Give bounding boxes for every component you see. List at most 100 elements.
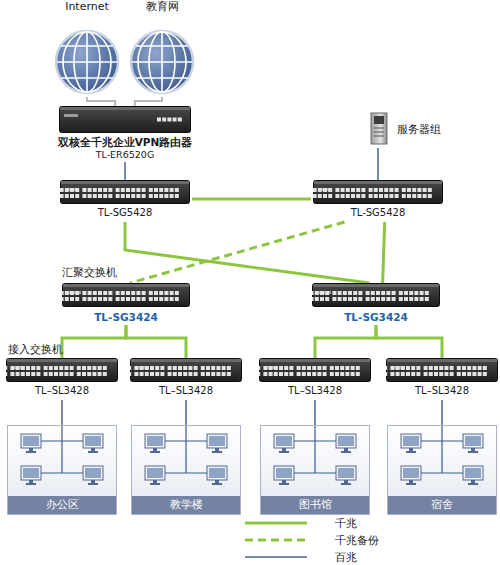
port: [371, 291, 375, 295]
computer-icon: [83, 466, 103, 485]
port: [75, 188, 79, 192]
device-logo: [64, 114, 78, 117]
screen: [209, 468, 225, 478]
computer-icon: [145, 466, 165, 485]
port: [369, 194, 373, 198]
legend-sample: [245, 516, 309, 530]
base: [212, 483, 222, 485]
base: [406, 483, 416, 485]
port: [341, 188, 345, 192]
monitor: [207, 466, 227, 480]
port: [402, 194, 406, 198]
parallel: [132, 61, 192, 63]
stand: [282, 480, 286, 483]
port: [227, 372, 231, 376]
tier-label: 接入交换机: [8, 343, 63, 357]
computer-group: [8, 426, 116, 496]
port: [483, 366, 487, 370]
port: [154, 188, 158, 192]
stand: [215, 448, 219, 451]
device-node: 双核全千兆企业VPN路由器TL-ER6520G: [55, 106, 195, 162]
port: [36, 366, 40, 370]
port: [399, 291, 403, 295]
port: [216, 372, 220, 376]
screen: [85, 436, 101, 446]
port-group: [157, 118, 182, 122]
port-group: [312, 291, 429, 301]
legend-sample: [245, 533, 309, 547]
port: [297, 366, 301, 370]
port: [82, 194, 86, 198]
monitor: [83, 466, 103, 480]
stand: [29, 448, 33, 451]
computer-icon: [21, 466, 41, 485]
port: [159, 188, 163, 192]
port: [269, 372, 273, 376]
port: [259, 366, 260, 370]
port: [159, 291, 163, 295]
lan-wires: [165, 426, 207, 473]
stand: [29, 480, 33, 483]
port: [358, 291, 362, 295]
port: [116, 188, 120, 192]
legend-sample: [245, 550, 309, 564]
port: [425, 291, 429, 295]
parallel: [61, 45, 113, 47]
screen: [23, 468, 39, 478]
port: [315, 297, 319, 301]
port: [93, 188, 97, 192]
port: [168, 372, 172, 376]
port: [330, 372, 334, 376]
screen: [209, 436, 225, 446]
port: [88, 194, 92, 198]
screen: [23, 436, 39, 446]
port: [157, 118, 161, 122]
port: [407, 188, 411, 192]
port: [478, 372, 482, 376]
legend-line: [245, 556, 307, 558]
port: [170, 188, 174, 192]
port: [77, 372, 81, 376]
port: [131, 291, 135, 295]
port: [320, 297, 324, 301]
port: [386, 372, 387, 376]
port: [356, 366, 360, 370]
port: [361, 194, 365, 198]
network-name: Internet: [40, 0, 134, 14]
port-group: [60, 188, 179, 198]
network-device: [259, 358, 371, 382]
port: [194, 372, 198, 376]
port: [323, 372, 327, 376]
port: [131, 188, 135, 192]
globe-grid: [132, 32, 192, 92]
port: [423, 188, 427, 192]
device-body: [63, 284, 190, 307]
port: [374, 188, 378, 192]
device-node: TL-SG3424: [310, 283, 442, 325]
legend-line: [245, 522, 307, 525]
port: [211, 366, 215, 370]
port: [353, 291, 357, 295]
port: [462, 366, 466, 370]
link-line: [383, 222, 385, 283]
device-bevel: [260, 359, 370, 362]
port: [131, 297, 135, 301]
port: [87, 372, 91, 376]
port: [312, 297, 314, 301]
port: [467, 366, 471, 370]
monitor: [21, 434, 41, 448]
server-body: [371, 113, 387, 144]
port: [44, 366, 48, 370]
globe-body: [131, 31, 193, 93]
port: [335, 188, 339, 192]
monitor: [274, 434, 294, 448]
port: [201, 366, 205, 370]
port: [116, 291, 120, 295]
area-box: 办公区: [7, 425, 117, 515]
base: [212, 451, 222, 453]
computer-icon: [336, 434, 356, 453]
device-logo: [135, 366, 149, 369]
port: [315, 291, 319, 295]
port: [168, 366, 172, 370]
parallel: [136, 45, 188, 47]
